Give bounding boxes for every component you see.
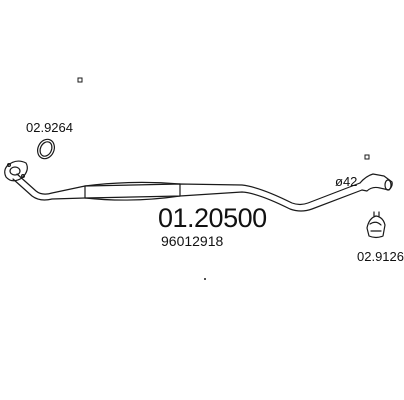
pipe-outlet-bend [359,173,393,192]
marker-square-top-left [77,77,83,83]
part-number: 01.20500 [158,203,267,233]
marker-square-right [364,154,370,160]
right-clamp-part-ref: 02.9126 [357,249,404,264]
oem-reference-number: 96012918 [161,233,224,249]
pipe-inlet-flange [4,160,28,182]
exhaust-pipe [12,173,363,212]
marker-dot [204,278,206,280]
left-clamp-part-ref: 02.9264 [26,120,73,135]
right-clamp [366,211,386,239]
pipe-diameter-label: ø42 [335,174,358,189]
left-clamp-ring [37,138,55,160]
